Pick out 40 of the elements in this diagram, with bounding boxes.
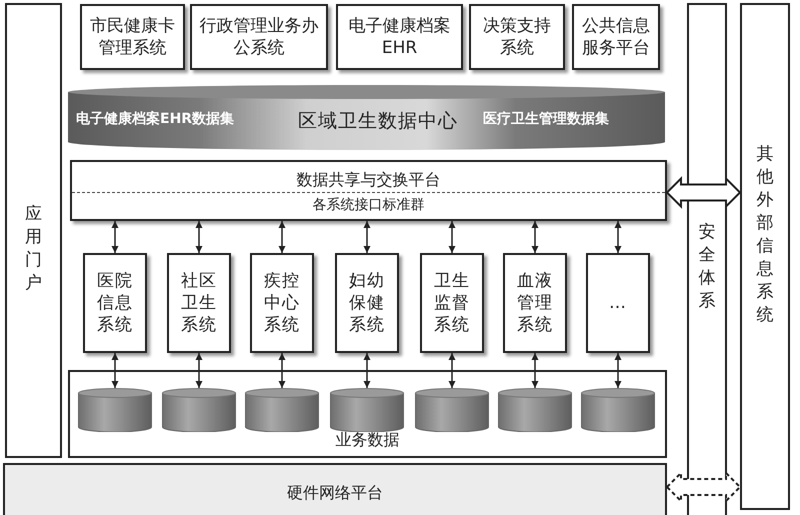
system-box: 行政管理业务办公系统 <box>190 4 328 70</box>
arrow <box>614 221 622 253</box>
system-box: 公共信息服务平台 <box>572 4 660 70</box>
subsystem-box: 社区卫生系统 <box>167 253 231 353</box>
arrow <box>614 353 622 388</box>
interface-label: 各系统接口标准群 <box>312 196 426 214</box>
arrow <box>278 353 286 388</box>
subsystem-box: 疾控中心系统 <box>250 253 314 353</box>
arrow <box>112 353 118 388</box>
subsystem-box: 卫生监督系统 <box>420 253 484 353</box>
system-box: 决策支持系统 <box>469 4 565 70</box>
dataset-label: 医疗卫生管理数据集 <box>483 110 610 128</box>
arrow <box>196 221 202 253</box>
system-box: 市民健康卡管理系统 <box>80 4 185 70</box>
data-label: 业务数据 <box>334 430 400 451</box>
platform-band: 硬件网络平台 <box>3 463 667 515</box>
arrow <box>532 353 538 388</box>
arrow <box>196 353 202 388</box>
subsystem-box: 医院信息系统 <box>83 253 147 353</box>
dataset-label: 电子健康档案EHR数据集 <box>76 110 236 128</box>
arrow <box>364 221 370 253</box>
subsystem-box: 血液管理系统 <box>503 253 567 353</box>
double-arrow <box>666 470 742 504</box>
column-label: 应用门户 <box>24 203 43 295</box>
arrow <box>532 221 538 253</box>
system-box: 电子健康档案 EHR <box>336 4 463 70</box>
arrow <box>112 221 118 253</box>
arrow <box>364 353 370 388</box>
data-center-title: 区域卫生数据中心 <box>297 109 459 134</box>
column-label: 其他外部信息系统 <box>756 143 774 326</box>
subsystem-box: … <box>586 253 650 353</box>
platform-title: 数据共享与交换平台 <box>296 170 442 191</box>
arrow <box>448 221 456 253</box>
double-arrow <box>666 176 742 209</box>
platform-box <box>70 160 667 221</box>
subsystem-box: 妇幼保健系统 <box>335 253 399 353</box>
arrow <box>448 353 456 388</box>
column-label: 安全体系 <box>698 221 716 313</box>
data-box <box>68 370 667 458</box>
arrow <box>278 221 286 253</box>
